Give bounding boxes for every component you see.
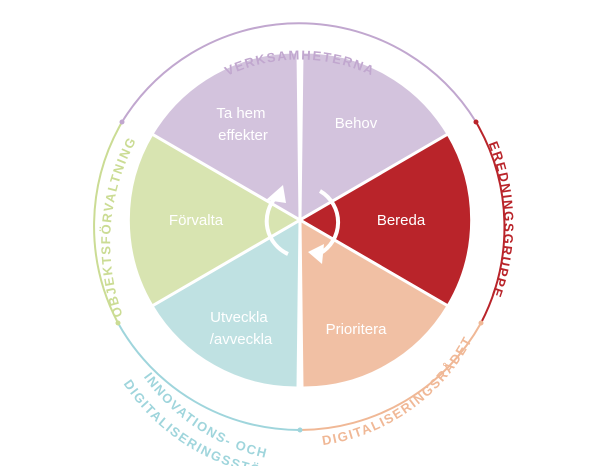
- segment-forvalta[interactable]: [126, 131, 303, 309]
- center-arrow-arc-left: [264, 195, 289, 256]
- center-cycle-arrow-icon: [264, 185, 341, 264]
- center-arrow-head-left: [266, 185, 286, 203]
- ring-arc-digitaliseringsradet: [299, 322, 482, 431]
- ring-dot-4: [297, 427, 303, 433]
- segment-prioritera[interactable]: [298, 217, 451, 390]
- ring-dot-5: [115, 320, 121, 326]
- segment-bereda[interactable]: [297, 131, 474, 309]
- ring-arc-beredningsgruppen: [475, 121, 506, 324]
- segment-label-forvalta-line-1: Förvalta: [169, 212, 224, 229]
- segment-label-tahem-line-1: Ta hem: [216, 105, 265, 122]
- segment-label-forvalta: Förvalta: [169, 212, 224, 229]
- segment-label-utveckla: Utveckla /avveckla: [210, 309, 273, 348]
- segment-label-tahem: Ta hem effekter: [216, 105, 269, 144]
- segment-utveckla[interactable]: [149, 217, 302, 390]
- segment-label-tahem-line-2: effekter: [218, 127, 268, 144]
- center-arrow-head-right: [308, 244, 324, 264]
- segment-label-utveckla-line-2: /avveckla: [210, 331, 273, 348]
- segment-label-prioritera-line-1: Prioritera: [326, 321, 388, 338]
- ring-dot-2: [473, 119, 479, 125]
- segment-label-utveckla-line-1: Utveckla: [210, 309, 268, 326]
- segment-label-behov: Behov: [335, 115, 378, 132]
- ring-arc-objektsforvaltning: [93, 121, 123, 324]
- center-arrow-arc-right: [318, 189, 341, 256]
- segment-label-prioritera: Prioritera: [326, 321, 388, 338]
- segment-tahem[interactable]: [149, 50, 302, 223]
- ring-arc-verksamheterna: [121, 22, 477, 123]
- wheel-segments: [126, 50, 474, 390]
- ring-dot-1: [119, 119, 125, 125]
- outer-ring: [93, 22, 506, 433]
- segment-label-bereda: Bereda: [377, 212, 426, 229]
- ring-dot-3: [478, 320, 484, 326]
- segment-behov[interactable]: [298, 50, 451, 223]
- segment-label-behov-line-1: Behov: [335, 115, 378, 132]
- ring-arc-innovationsstod: [117, 322, 301, 432]
- segment-label-bereda-line-1: Bereda: [377, 212, 426, 229]
- segment-labels: Behov Bereda Prioritera Utveckla /avveck…: [169, 105, 426, 348]
